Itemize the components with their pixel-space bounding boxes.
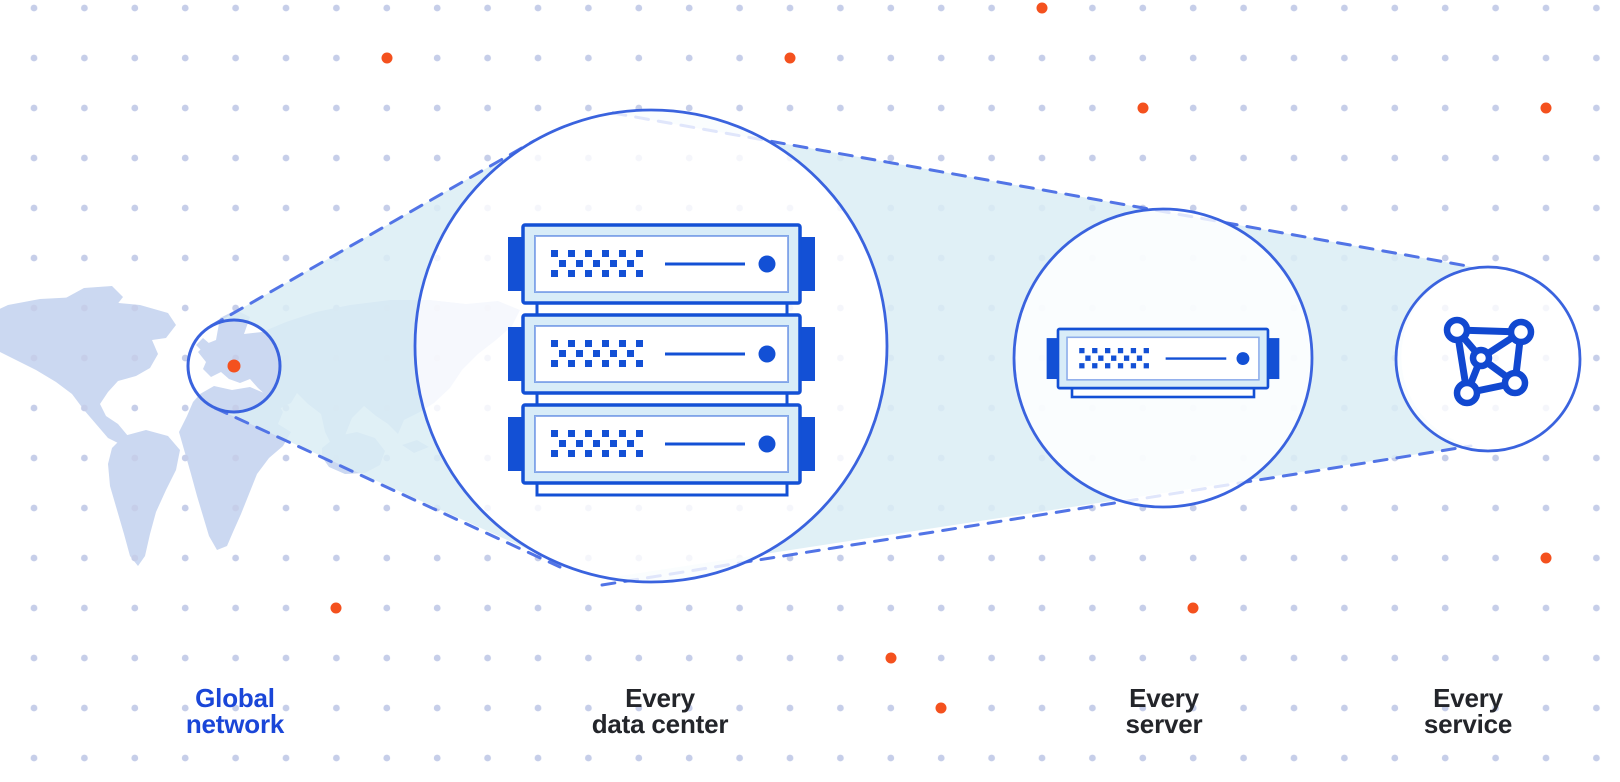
server-unit-2 [506,313,817,395]
orange-accent-dots [330,2,1552,714]
label-every-service: Every service [1423,683,1513,739]
single-server-icon [1045,327,1281,399]
map-location-marker [227,359,241,373]
label-every-server: Every server [1125,683,1203,739]
label-global-network: Global network [185,683,285,739]
server-rack-stack-icon [506,223,817,497]
server-unit-3 [506,403,817,485]
network-mesh-icon [1443,316,1535,407]
beam-map-to-datacenter [211,141,554,561]
label-every-data-center: Every data center [591,683,729,739]
server-unit-1 [506,223,817,305]
map-region-circle [186,318,282,414]
